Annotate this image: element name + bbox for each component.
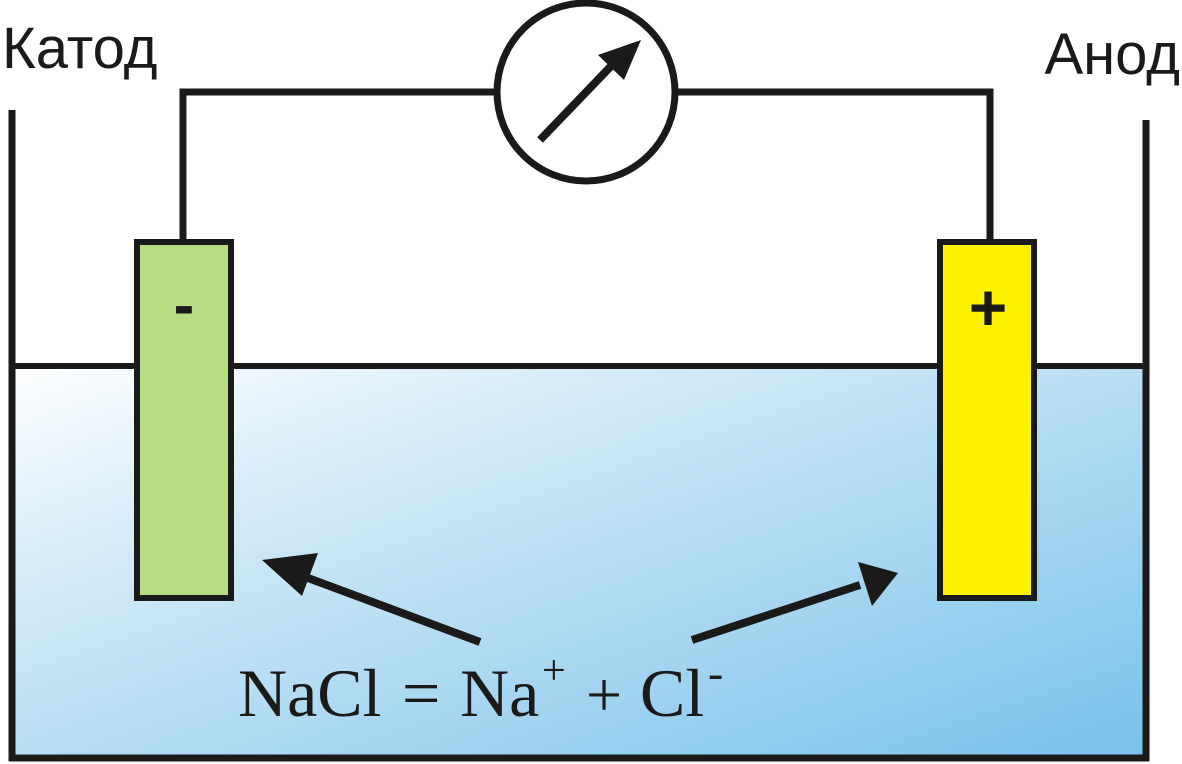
galvanometer xyxy=(493,0,679,185)
meter-needle-arrowhead xyxy=(598,40,641,80)
equation-ion2: Cl xyxy=(640,655,704,731)
anion-arrow xyxy=(690,562,898,644)
equation-lhs: NaCl xyxy=(238,655,382,731)
equation-equals: = xyxy=(402,655,440,731)
equation-ion1: Na xyxy=(460,655,539,731)
equation-plus: + xyxy=(586,659,622,730)
cathode-sign: - xyxy=(174,271,195,340)
cathode-electrode xyxy=(134,239,234,601)
dissociation-equation: NaCl = Na + + Cl - xyxy=(238,647,723,731)
equation-ion2-charge: - xyxy=(708,647,723,698)
cation-arrow xyxy=(262,553,482,646)
svg-text:NaCl: NaCl xyxy=(238,655,382,731)
anode-electrode xyxy=(937,239,1037,601)
equation-ion1-charge: + xyxy=(542,648,566,694)
vessel xyxy=(8,110,1150,762)
anode-label: Анод xyxy=(1044,22,1180,87)
cathode-label: Катод xyxy=(2,16,158,81)
anode-sign: + xyxy=(969,270,1008,344)
